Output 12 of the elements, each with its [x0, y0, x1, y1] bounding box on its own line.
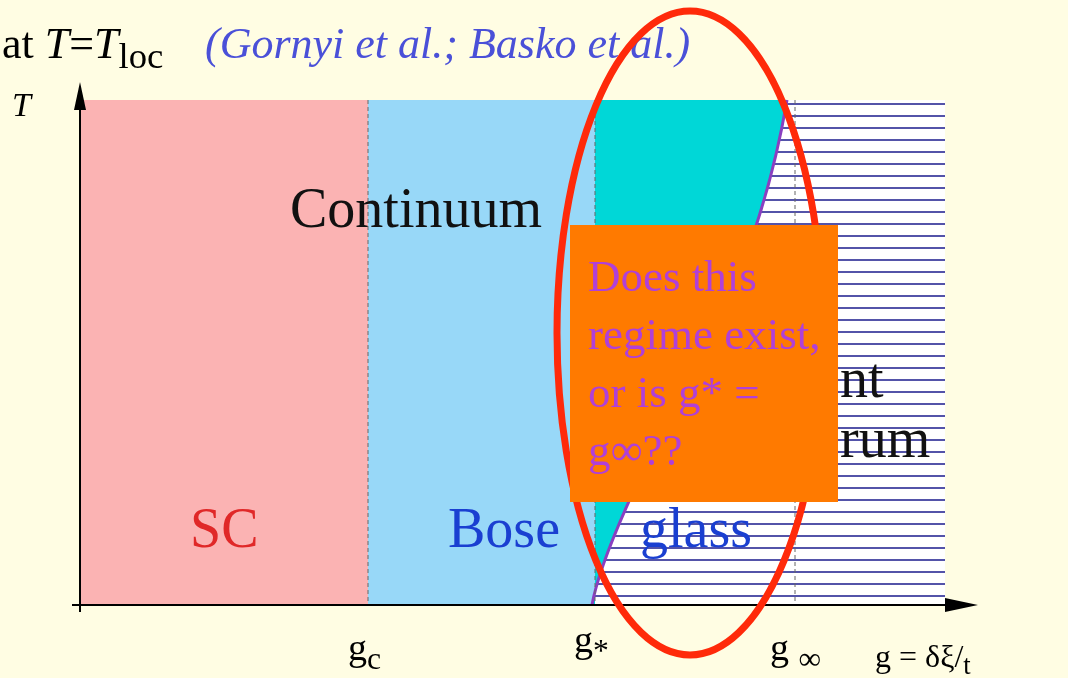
- region-label: SC: [190, 500, 259, 556]
- axis-label: g = δξ/$_{t}$: [875, 640, 971, 678]
- title: at T=T$_{loc}$: [2, 22, 164, 75]
- tick-label: g$_{c}$: [348, 628, 382, 675]
- callout-box: [570, 225, 838, 502]
- citation: (Gornyi et al.; Basko et al.): [205, 22, 691, 66]
- tick-label: g $_{∞}$: [770, 628, 822, 675]
- region-label: Bose: [448, 500, 560, 556]
- callout-text: Does this regime exist, or is g* = g∞??: [588, 250, 822, 477]
- axis-label: T: [12, 88, 31, 122]
- tick-label: g$_{*}$: [574, 620, 609, 667]
- region-label: Continuum: [290, 180, 543, 236]
